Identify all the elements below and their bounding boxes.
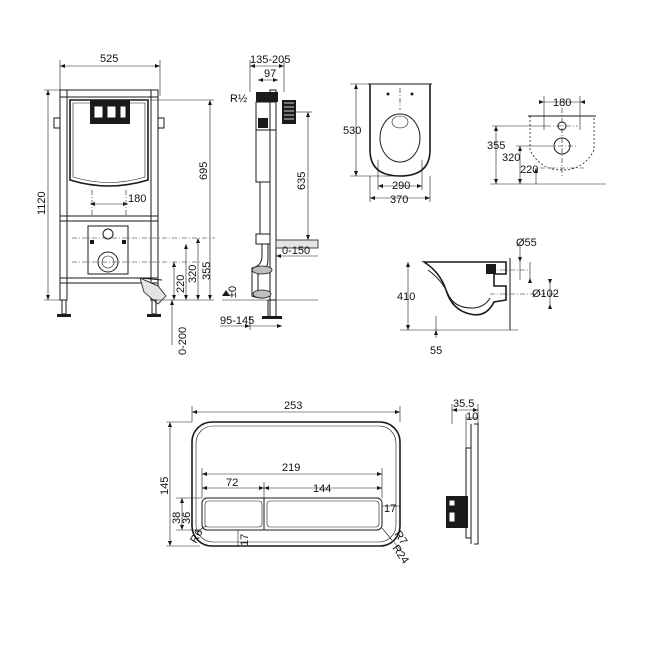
bowl-offset-label: 55	[430, 345, 442, 357]
flush-plate-side-view: 35.5 10	[446, 398, 479, 545]
bowl-length-label: 530	[343, 125, 361, 137]
back-height-3-label: 220	[520, 164, 538, 176]
bowl-height-label: 410	[397, 291, 415, 303]
frame-front-view: 525 1120 180	[36, 53, 215, 355]
bowl-top-view: 530 290 370	[343, 83, 432, 206]
side-total-depth-label: 35.5	[453, 398, 474, 410]
radius-plate-label: R24	[390, 543, 411, 566]
edge-right-label: 17	[384, 503, 396, 515]
button-height-outer-label: 38	[171, 512, 183, 524]
side-depth-fixed-label: 97	[264, 68, 276, 80]
plate-width-label: 253	[284, 400, 302, 412]
button-width-label: 219	[282, 462, 300, 474]
plate-height-label: 145	[159, 477, 171, 495]
side-depth-range-label: 135-205	[250, 54, 290, 66]
bowl-side-view: 410 Ø55 Ø102 55	[397, 237, 560, 357]
bracket-spacing-label: 180	[128, 193, 146, 205]
small-button-label: 72	[226, 477, 238, 489]
thread-label: R½	[230, 93, 247, 105]
inlet-diameter-label: Ø55	[516, 237, 537, 249]
frame-width-label: 525	[100, 53, 118, 65]
outlet-height-label: 320	[187, 265, 199, 283]
edge-bottom-label: 17	[239, 534, 251, 546]
drain-height-label: 635	[296, 172, 308, 190]
foot-depth-label: 95-145	[220, 315, 254, 327]
back-bolt-spacing-label: 180	[553, 97, 571, 109]
back-height-1-label: 355	[487, 140, 505, 152]
floor-level-label: ±0	[227, 286, 239, 298]
inlet-height-label: 355	[201, 262, 213, 280]
button-height-inner-label: 36	[181, 512, 193, 524]
connection-height-label: 220	[175, 275, 187, 293]
back-height-2-label: 320	[502, 152, 520, 164]
large-button-label: 144	[313, 483, 331, 495]
bowl-outer-width-label: 370	[390, 194, 408, 206]
bowl-back-view: 180 355 320 220	[487, 96, 606, 185]
flush-plate-front-view: 253 145 219 72 144 38 36	[159, 400, 411, 566]
foot-range-label: 0-200	[177, 327, 189, 355]
frame-side-view: 135-205 97 R½	[220, 54, 319, 330]
frame-height-label: 1120	[36, 191, 48, 215]
cistern-height-label: 695	[198, 162, 210, 180]
bowl-inner-width-label: 290	[392, 180, 410, 192]
outlet-diameter-label: Ø102	[532, 288, 559, 300]
pipe-range-label: 0-150	[282, 245, 310, 257]
side-plate-depth-label: 10	[466, 411, 478, 423]
